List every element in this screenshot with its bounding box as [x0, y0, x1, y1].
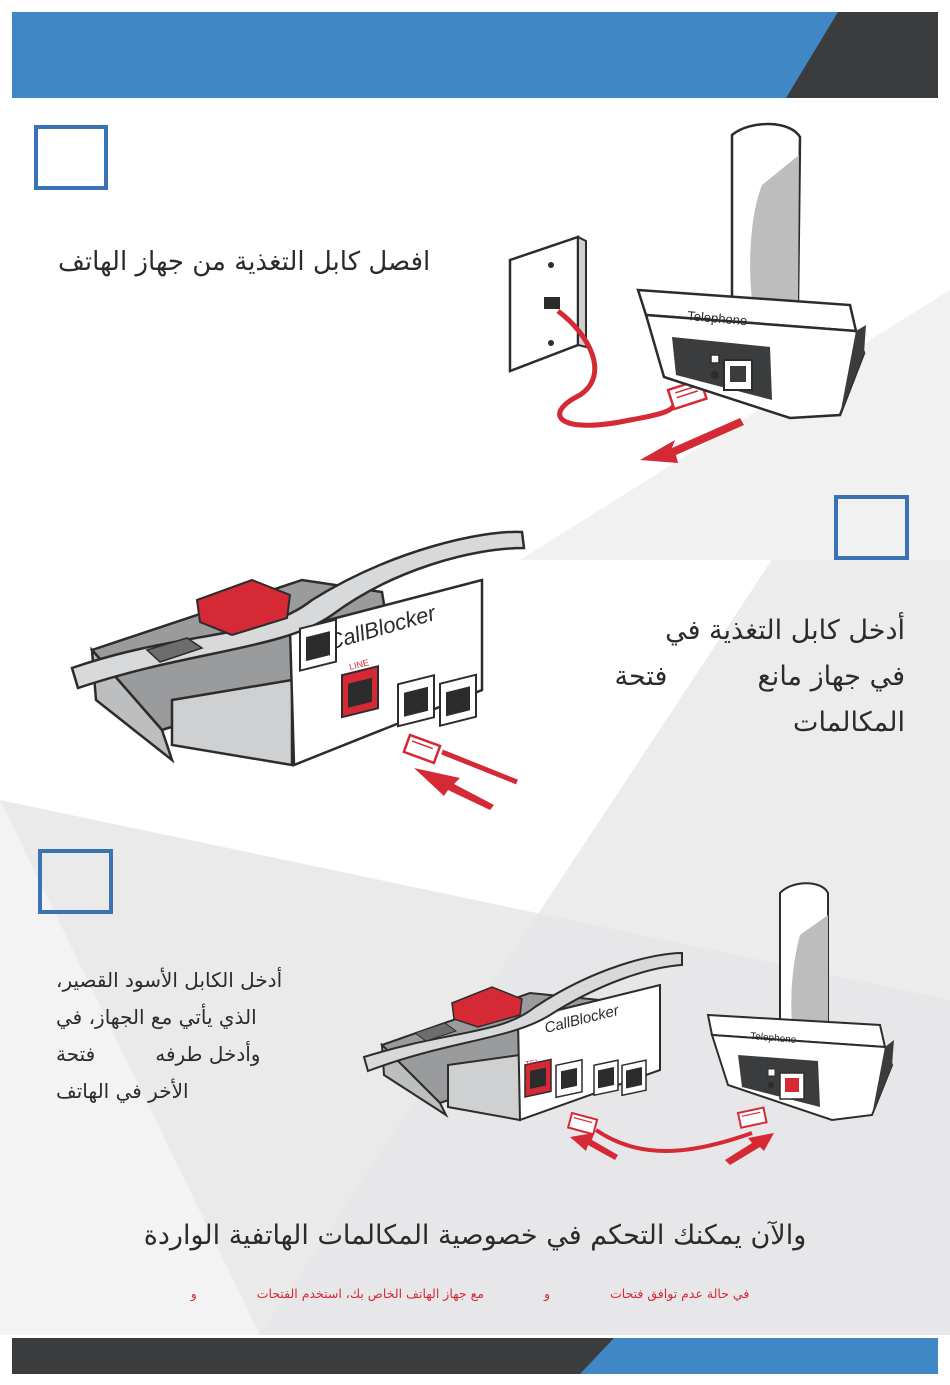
step-2-text: أدخل كابل التغذية في في جهاز مانع فتحة ال… — [560, 608, 905, 746]
step-3-line-3-a: فتحة — [56, 1042, 96, 1066]
step-2-line-2-b: في جهاز مانع — [757, 661, 905, 692]
tagline: والآن يمكنك التحكم في خصوصية المكالمات ا… — [143, 1220, 807, 1251]
step-3-line-2: الذي يأتي مع الجهاز، في — [56, 1005, 257, 1029]
note-part-1: في حالة عدم توافق فتحات — [610, 1286, 750, 1301]
step-1-number-box — [34, 125, 108, 190]
step-2-line-2-a: فتحة — [614, 661, 668, 692]
step-3-illustration: CallBlocker TEL Telephone — [362, 882, 894, 1165]
step-3-number-box — [38, 849, 113, 914]
step-1-illustration: Telephone — [508, 122, 866, 463]
telephone-label-1: Telephone — [687, 308, 748, 328]
step-2-illustration: CallBlocker LINE — [70, 530, 526, 810]
step-2-line-2: في جهاز مانع فتحة — [560, 654, 905, 700]
step-3-text: أدخل الكابل الأسود القصير، الذي يأتي مع … — [56, 962, 346, 1110]
step-3-line-4: الأخر في الهاتف — [56, 1079, 189, 1103]
tel-port-label: TEL — [525, 1057, 542, 1069]
step-2-number-box — [834, 495, 909, 560]
step-3-line-3-b: وأدخل طرفه — [155, 1042, 261, 1066]
note-part-3: مع جهاز الهاتف الخاص بك، استخدم الفتحات — [256, 1286, 484, 1301]
note-part-4: و — [190, 1286, 197, 1301]
step-3-line-3: وأدخل طرفه فتحة — [56, 1036, 346, 1073]
step-2-line-1: أدخل كابل التغذية في — [665, 615, 905, 646]
step-2-line-3: المكالمات — [793, 707, 905, 738]
step-3-line-1: أدخل الكابل الأسود القصير، — [56, 968, 283, 992]
telephone-label-2: Telephone — [750, 1031, 797, 1046]
footer-bar — [12, 1338, 938, 1374]
header-bar — [12, 12, 938, 98]
compatibility-note: في حالة عدم توافق فتحات و مع جهاز الهاتف ا… — [120, 1286, 820, 1301]
step-1-text: افصل كابل التغذية من جهاز الهاتف — [58, 247, 431, 277]
note-part-2: و — [543, 1286, 551, 1301]
line-port-label: LINE — [348, 657, 370, 672]
